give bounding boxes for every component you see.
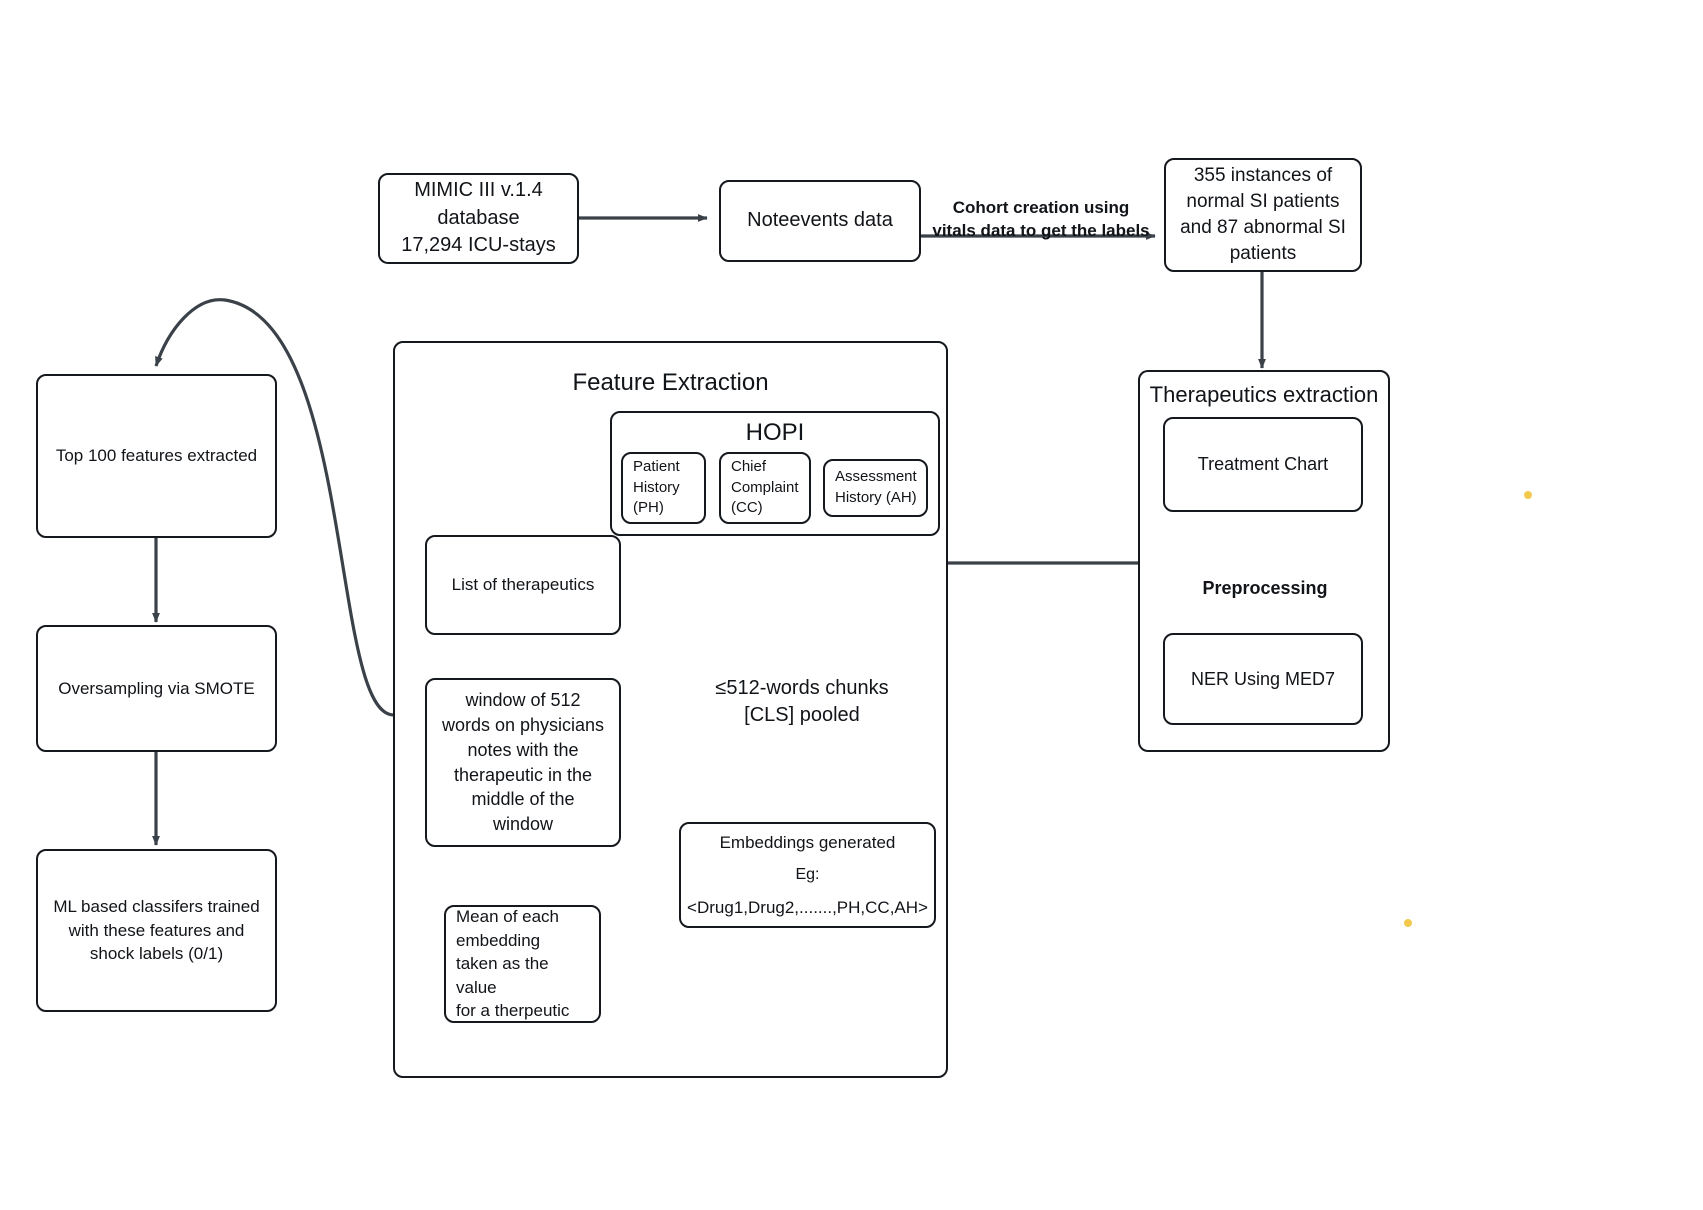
node-patient-history[interactable]: Patient History (PH)	[621, 452, 706, 524]
node-ml-classifiers[interactable]: ML based classifers trained with these f…	[36, 849, 277, 1012]
marker-dot-right	[1524, 491, 1532, 499]
node-oversampling-smote-label: Oversampling via SMOTE	[58, 678, 255, 698]
node-list-of-therapeutics-label: List of therapeutics	[451, 575, 595, 595]
marker-dot-lower	[1404, 919, 1412, 927]
node-assessment-history[interactable]: Assessment History (AH)	[823, 459, 928, 517]
node-cohort-instances-label: 355 instances of normal SI patients and …	[1180, 164, 1346, 265]
node-mimic-database[interactable]: MIMIC III v.1.4 database 17,294 ICU-stay…	[378, 173, 579, 264]
node-cohort-instances[interactable]: 355 instances of normal SI patients and …	[1164, 158, 1362, 272]
node-noteevents[interactable]: Noteevents data	[719, 180, 921, 262]
edge-label-preprocessing: Preprocessing	[1202, 578, 1328, 599]
node-list-of-therapeutics[interactable]: List of therapeutics	[425, 535, 621, 635]
node-patient-history-label: Patient History (PH)	[633, 457, 680, 517]
node-ner-med7-label: NER Using MED7	[1190, 668, 1336, 689]
node-embeddings-example-prefix: Eg:	[795, 865, 820, 883]
node-embeddings-generated-label: Embeddings generated	[719, 832, 896, 852]
node-treatment-chart-label: Treatment Chart	[1197, 454, 1329, 475]
node-mean-embedding[interactable]: Mean of each embedding taken as the valu…	[444, 905, 601, 1023]
node-window-512[interactable]: window of 512 words on physicians notes …	[425, 678, 621, 847]
panel-hopi-title: HOPI	[745, 419, 805, 446]
node-assessment-history-label: Assessment History (AH)	[835, 468, 917, 506]
node-chief-complaint[interactable]: Chief Complaint (CC)	[719, 452, 811, 524]
panel-feature-extraction-title: Feature Extraction	[572, 369, 769, 396]
node-oversampling-smote[interactable]: Oversampling via SMOTE	[36, 625, 277, 752]
node-chief-complaint-label: Chief Complaint (CC)	[731, 457, 799, 517]
node-noteevents-label: Noteevents data	[747, 209, 893, 232]
node-mean-embedding-label: Mean of each embedding taken as the valu…	[456, 907, 570, 1021]
node-ml-classifiers-label: ML based classifers trained with these f…	[53, 897, 260, 964]
panel-therapeutics-title: Therapeutics extraction	[1149, 382, 1379, 407]
node-ner-med7[interactable]: NER Using MED7	[1163, 633, 1363, 725]
node-embeddings-generated[interactable]: Embeddings generated Eg: <Drug1,Drug2,..…	[679, 822, 936, 928]
node-window-512-label: window of 512 words on physicians notes …	[441, 690, 605, 835]
node-treatment-chart[interactable]: Treatment Chart	[1163, 417, 1363, 512]
node-embeddings-example: <Drug1,Drug2,.......,PH,CC,AH>	[687, 898, 928, 918]
edge-label-chunks: ≤512-words chunks [CLS] pooled	[715, 677, 889, 726]
node-top-100-features[interactable]: Top 100 features extracted	[36, 374, 277, 538]
node-top-100-features-label: Top 100 features extracted	[55, 446, 258, 466]
node-mimic-database-label: MIMIC III v.1.4 database 17,294 ICU-stay…	[401, 179, 556, 257]
edge-label-cohort-creation: Cohort creation using vitals data to get…	[932, 197, 1150, 240]
